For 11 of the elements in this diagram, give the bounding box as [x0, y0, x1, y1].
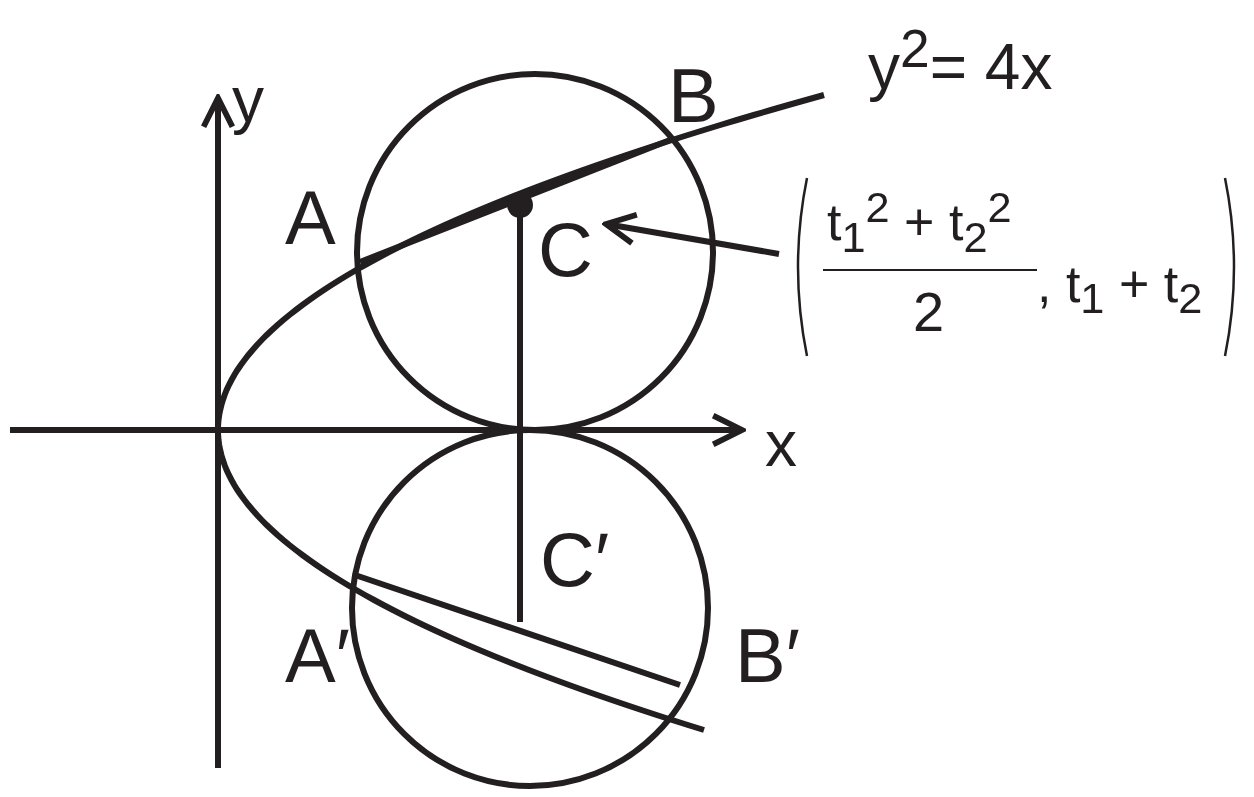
denominator-text: 2 [913, 284, 945, 340]
point-label: B [668, 58, 719, 134]
equation-label: y$^{2}$= 4x [868, 22, 1053, 100]
point-label: A [285, 180, 336, 256]
coordinate-text: , t$_{1}$ + t$_{2}$ [1037, 258, 1203, 321]
axis-label: x [765, 412, 797, 476]
point-label: A′ [285, 618, 350, 694]
point-label: C′ [540, 522, 610, 598]
point-label: B′ [735, 618, 800, 694]
arrow [603, 211, 780, 257]
point-label: C [538, 212, 593, 288]
